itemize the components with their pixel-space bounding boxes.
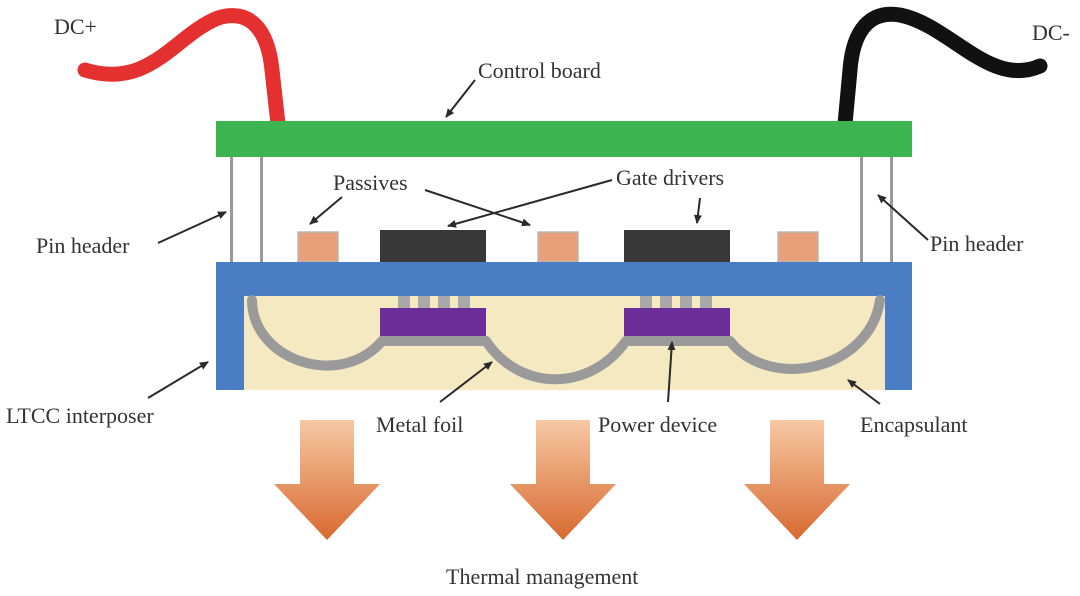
encapsulant-label: Encapsulant — [860, 412, 968, 437]
ltcc-interposer-label: LTCC interposer — [6, 403, 154, 428]
thermal-arrow — [274, 420, 380, 540]
thermal-arrow — [744, 420, 850, 540]
passive-component — [297, 231, 339, 263]
metal-foil — [247, 295, 885, 385]
leader-lines — [147, 79, 929, 405]
metal-foil-label: Metal foil — [376, 412, 464, 437]
dc-minus-label: DC- — [1032, 20, 1070, 45]
control-board-label: Control board — [478, 58, 601, 83]
gate-driver-chip — [624, 230, 730, 262]
power-device-label: Power device — [598, 412, 718, 437]
ltcc-interposer — [216, 262, 912, 390]
gate-driver-chip — [380, 230, 486, 262]
passives-label: Passives — [333, 170, 408, 195]
pin-header-right-label: Pin header — [930, 231, 1024, 256]
power-device-chip — [380, 308, 486, 338]
pin-header-left-label: Pin header — [36, 233, 130, 258]
dc-plus-wire — [77, 8, 286, 132]
dc-minus-wire — [837, 6, 1048, 132]
power-device-chip — [624, 308, 730, 338]
passive-component — [537, 231, 579, 263]
gate-drivers-label: Gate drivers — [616, 165, 725, 190]
via-connections — [398, 296, 712, 308]
pin-header-right-shape — [860, 157, 893, 262]
passive-component — [777, 231, 819, 263]
thermal-arrow — [510, 420, 616, 540]
thermal-management-label: Thermal management — [446, 564, 639, 589]
pin-header-left-shape — [230, 157, 263, 262]
dc-plus-label: DC+ — [54, 14, 97, 39]
control-board — [216, 121, 912, 157]
